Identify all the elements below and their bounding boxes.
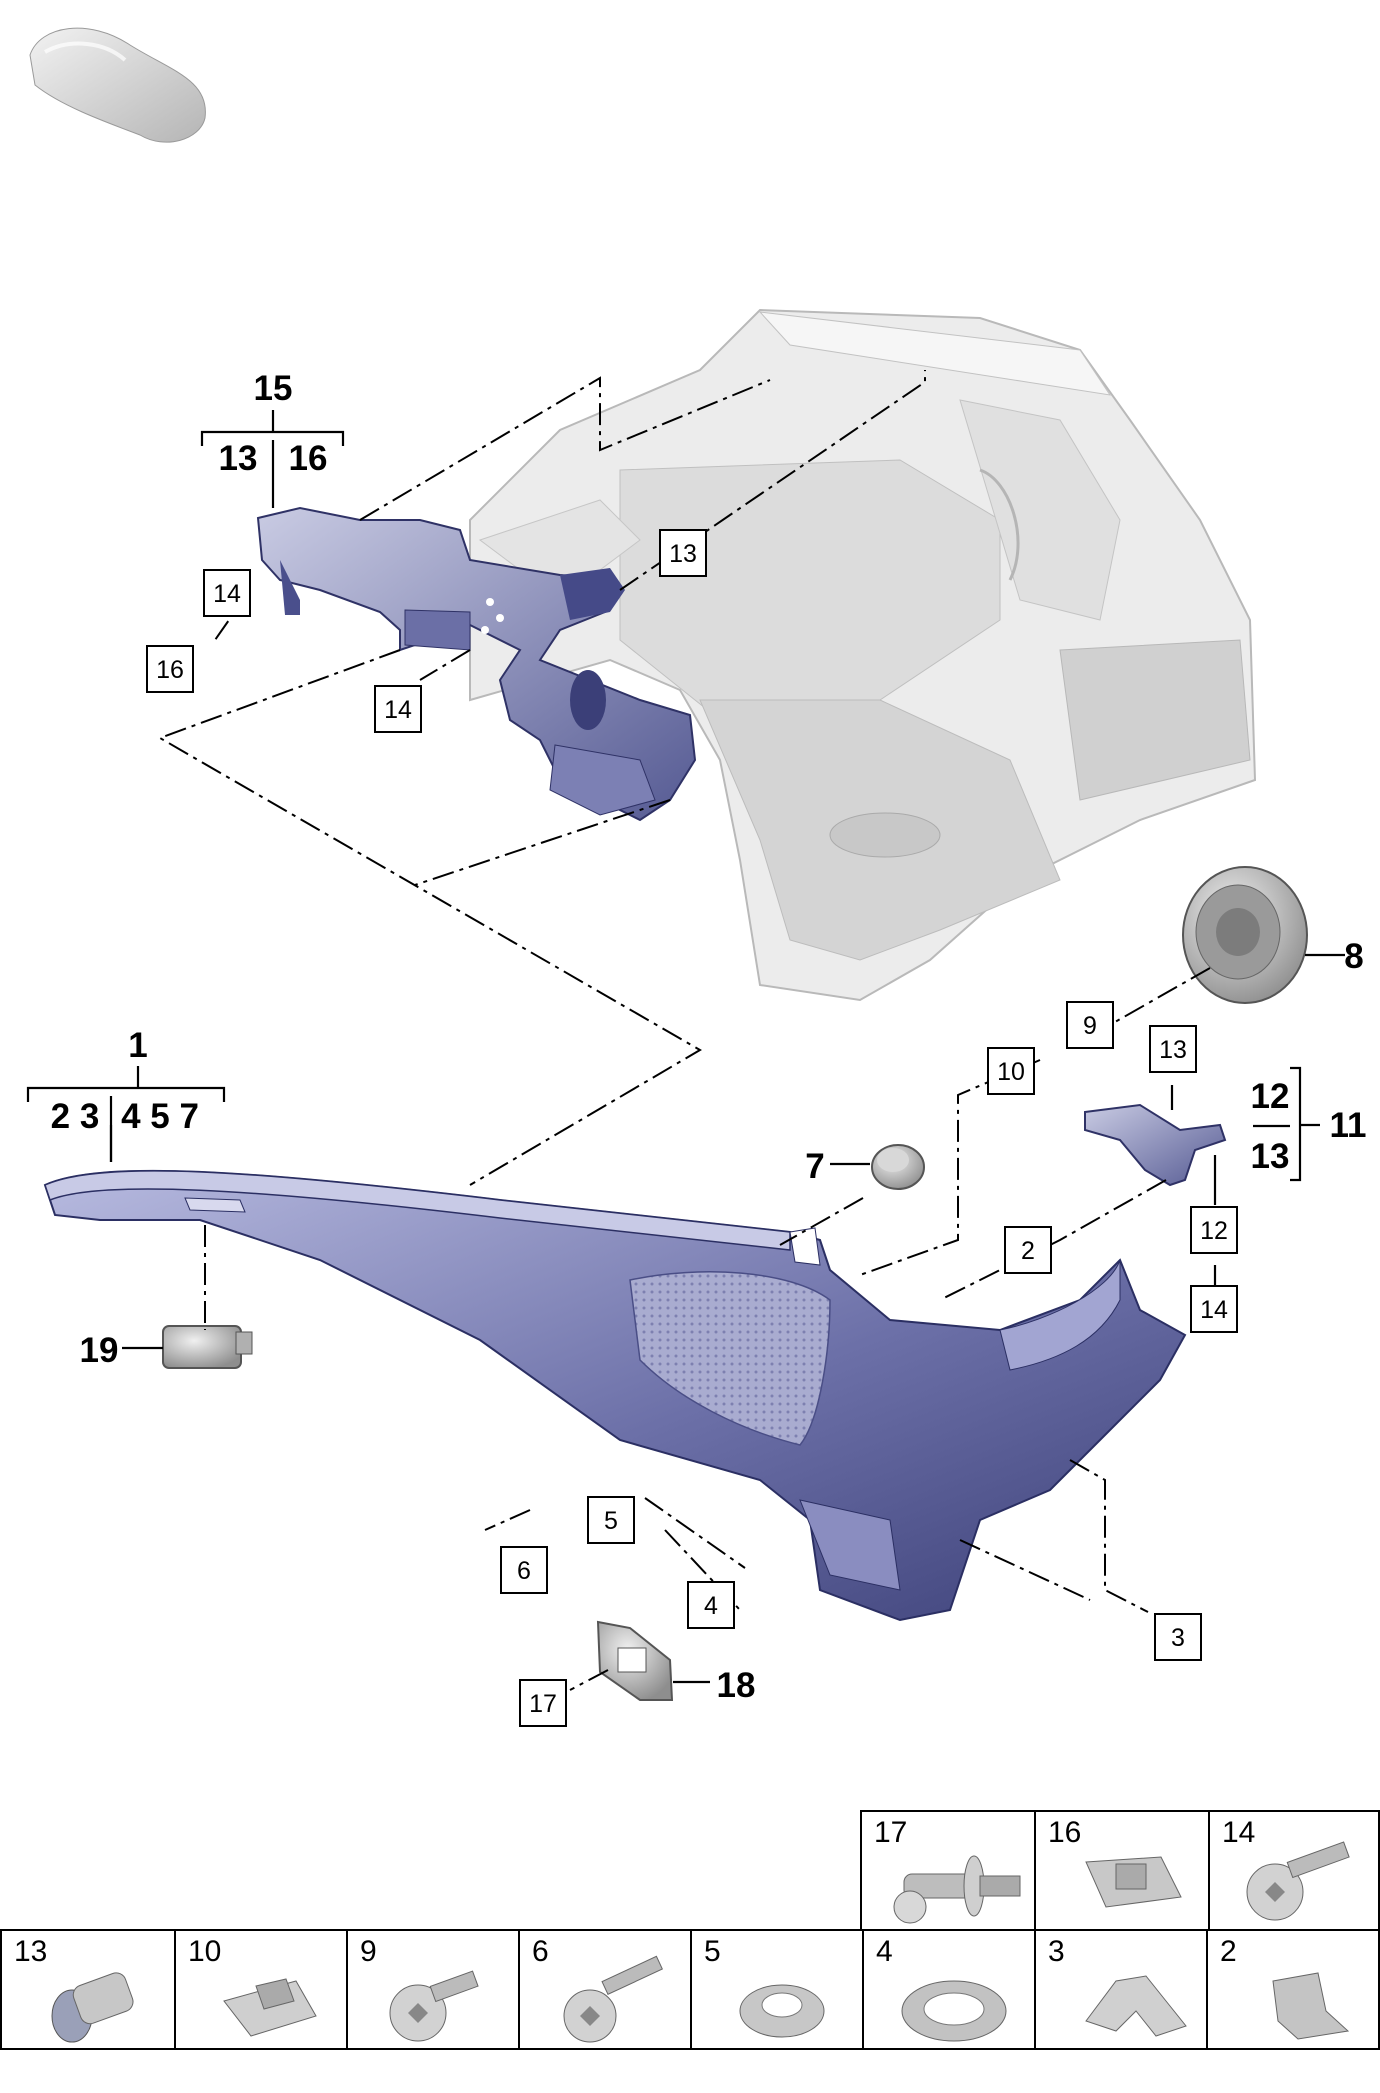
callout-1: 1 xyxy=(128,1026,147,1065)
ref-box-13-top: 13 xyxy=(659,529,707,577)
retaining-clip-icon xyxy=(1085,1975,1187,2037)
svg-text:5: 5 xyxy=(604,1507,618,1535)
svg-text:4: 4 xyxy=(704,1592,718,1620)
ref-box-6: 6 xyxy=(500,1546,548,1594)
screw-icon xyxy=(563,1955,664,2043)
legend-cell-4[interactable]: 4 xyxy=(862,1929,1036,2050)
ref-box-2: 2 xyxy=(1004,1226,1052,1274)
spring-clip-icon xyxy=(1272,1972,1350,2040)
ref-box-17: 17 xyxy=(519,1679,567,1727)
legend-number: 9 xyxy=(360,1935,377,1968)
ref-box-4: 4 xyxy=(687,1581,735,1629)
ref-box-14-right: 14 xyxy=(1190,1285,1238,1333)
sensor-module-part xyxy=(162,1325,253,1369)
mounting-plate-part xyxy=(596,1620,674,1701)
callout-15: 15 xyxy=(254,369,293,408)
ref-box-14-top: 14 xyxy=(203,569,251,617)
legend-number: 10 xyxy=(188,1935,222,1968)
legend-number: 6 xyxy=(532,1935,549,1968)
rivet-nut-icon xyxy=(51,1972,134,2043)
svg-text:13: 13 xyxy=(669,540,697,568)
legend-number: 14 xyxy=(1222,1816,1256,1849)
svg-text:3: 3 xyxy=(1171,1624,1185,1652)
svg-text:9: 9 xyxy=(1083,1012,1097,1040)
legend-number: 5 xyxy=(704,1935,721,1968)
clip-nut-icon xyxy=(1085,1856,1182,1908)
callout-8: 8 xyxy=(1344,937,1363,976)
legend-cell-9[interactable]: 9 xyxy=(346,1929,520,2050)
legend-number: 17 xyxy=(874,1816,908,1849)
callout-16-group: 16 xyxy=(289,439,328,478)
callout-7: 7 xyxy=(805,1147,824,1186)
svg-text:17: 17 xyxy=(529,1690,557,1718)
callout-13-group11: 13 xyxy=(1251,1137,1290,1176)
ref-box-12: 12 xyxy=(1190,1206,1238,1254)
svg-text:14: 14 xyxy=(384,696,412,724)
ref-box-13-right: 13 xyxy=(1149,1025,1197,1073)
group-1-bracket: 1 2 3 4 5 7 xyxy=(26,1026,226,1162)
svg-text:10: 10 xyxy=(997,1058,1025,1086)
svg-text:14: 14 xyxy=(213,580,241,608)
callout-13-group: 13 xyxy=(219,439,258,478)
vehicle-thumbnail xyxy=(29,27,206,143)
legend-number: 4 xyxy=(876,1935,893,1968)
svg-text:14: 14 xyxy=(1200,1296,1228,1324)
ref-box-5: 5 xyxy=(587,1496,635,1544)
rear-body-shell xyxy=(469,308,1257,1002)
ref-box-10: 10 xyxy=(987,1047,1035,1095)
ref-box-3: 3 xyxy=(1154,1613,1202,1661)
cover-cap-part xyxy=(871,1144,925,1190)
svg-text:16: 16 xyxy=(156,656,184,684)
legend-cell-17[interactable]: 17 xyxy=(860,1810,1036,1931)
legend-cell-6[interactable]: 6 xyxy=(518,1929,692,2050)
legend-cell-5[interactable]: 5 xyxy=(690,1929,864,2050)
trunk-support-bracket xyxy=(256,506,697,822)
svg-text:6: 6 xyxy=(517,1557,531,1585)
legend-cell-13[interactable]: 13 xyxy=(0,1929,176,2050)
ref-box-14-mid: 14 xyxy=(374,685,422,733)
screw-icon xyxy=(893,1855,1021,1924)
callout-18: 18 xyxy=(717,1666,756,1705)
legend-cell-16[interactable]: 16 xyxy=(1034,1810,1210,1931)
legend-cell-10[interactable]: 10 xyxy=(174,1929,348,2050)
legend-cell-14[interactable]: 14 xyxy=(1208,1810,1380,1931)
screw-icon xyxy=(389,1970,479,2042)
legend-cell-2[interactable]: 2 xyxy=(1206,1929,1380,2050)
callout-2-3-group: 2 3 xyxy=(51,1097,100,1136)
callout-19: 19 xyxy=(80,1331,119,1370)
callout-11: 11 xyxy=(1330,1106,1367,1145)
spring-clip-icon xyxy=(223,1978,317,2037)
ref-box-9: 9 xyxy=(1066,1001,1114,1049)
ref-box-16: 16 xyxy=(146,645,194,693)
legend-number: 13 xyxy=(14,1935,48,1968)
svg-text:2: 2 xyxy=(1021,1237,1035,1265)
svg-text:12: 12 xyxy=(1200,1217,1228,1245)
screw-icon xyxy=(1246,1841,1350,1921)
washer-icon xyxy=(901,1980,1007,2042)
legend-cell-3[interactable]: 3 xyxy=(1034,1929,1208,2050)
callout-12-group: 12 xyxy=(1251,1077,1290,1116)
group-11-bracket: 12 13 11 xyxy=(1251,1066,1367,1182)
grommet-icon xyxy=(739,1984,825,2038)
legend-number: 3 xyxy=(1048,1935,1065,1968)
loudspeaker-part xyxy=(1182,866,1308,1004)
svg-text:13: 13 xyxy=(1159,1036,1187,1064)
side-trim-panel xyxy=(43,1169,1187,1622)
group-15-bracket: 15 13 16 xyxy=(200,369,345,482)
legend-number: 2 xyxy=(1220,1935,1237,1968)
holder-bracket-part xyxy=(1084,1103,1227,1187)
legend-number: 16 xyxy=(1048,1816,1082,1849)
callout-4-5-7-group: 4 5 7 xyxy=(121,1097,199,1136)
